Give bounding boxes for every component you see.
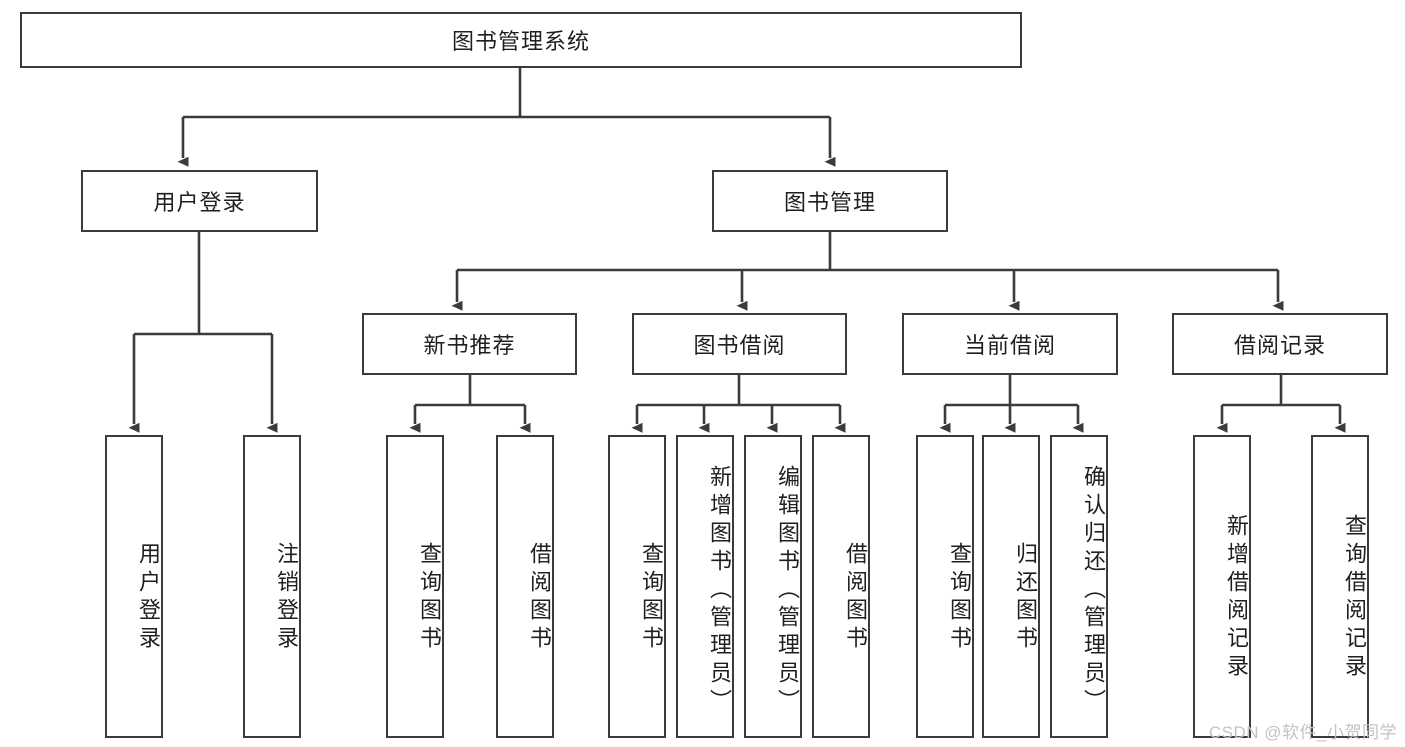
leaf-query-book-1[interactable]: 查询图书 (386, 435, 444, 738)
leaf-add-book-label: 新增图书（管理员） (707, 464, 732, 717)
leaf-confirm-return-label: 确认归还（管理员） (1081, 464, 1106, 717)
leaf-logout-login[interactable]: 注销登录 (243, 435, 301, 738)
leaf-edit-book-label: 编辑图书（管理员） (775, 464, 800, 717)
leaf-add-record[interactable]: 新增借阅记录 (1193, 435, 1251, 738)
node-root-label: 图书管理系统 (451, 29, 590, 54)
leaf-add-record-label: 新增借阅记录 (1224, 513, 1249, 682)
leaf-query-book-2-label: 查询图书 (639, 541, 664, 654)
leaf-query-book-2[interactable]: 查询图书 (608, 435, 666, 738)
leaf-borrow-book-2-label: 借阅图书 (843, 541, 868, 654)
leaf-borrow-book-1-label: 借阅图书 (527, 541, 552, 654)
leaf-user-login-label: 用户登录 (136, 541, 161, 654)
node-root[interactable]: 图书管理系统 (20, 12, 1022, 68)
node-user-login-label: 用户登录 (153, 190, 246, 215)
node-borrow-record-label: 借阅记录 (1233, 333, 1326, 358)
node-book-borrow[interactable]: 图书借阅 (632, 313, 847, 375)
node-book-manage-label: 图书管理 (783, 190, 876, 215)
leaf-logout-login-label: 注销登录 (274, 541, 299, 654)
node-book-borrow-label: 图书借阅 (693, 333, 786, 358)
leaf-edit-book[interactable]: 编辑图书（管理员） (744, 435, 802, 738)
leaf-confirm-return[interactable]: 确认归还（管理员） (1050, 435, 1108, 738)
leaf-add-book[interactable]: 新增图书（管理员） (676, 435, 734, 738)
leaf-user-login[interactable]: 用户登录 (105, 435, 163, 738)
csdn-watermark: CSDN @软件_小贺同学 (1208, 723, 1397, 742)
leaf-return-book-label: 归还图书 (1013, 541, 1038, 654)
leaf-borrow-book-2[interactable]: 借阅图书 (812, 435, 870, 738)
leaf-query-book-3-label: 查询图书 (947, 541, 972, 654)
node-new-book-recommend-label: 新书推荐 (423, 333, 516, 358)
node-current-borrow-label: 当前借阅 (963, 333, 1056, 358)
leaf-query-record[interactable]: 查询借阅记录 (1311, 435, 1369, 738)
leaf-query-book-3[interactable]: 查询图书 (916, 435, 974, 738)
node-current-borrow[interactable]: 当前借阅 (902, 313, 1118, 375)
node-book-manage[interactable]: 图书管理 (712, 170, 948, 232)
node-user-login[interactable]: 用户登录 (81, 170, 318, 232)
leaf-return-book[interactable]: 归还图书 (982, 435, 1040, 738)
leaf-query-book-1-label: 查询图书 (417, 541, 442, 654)
leaf-borrow-book-1[interactable]: 借阅图书 (496, 435, 554, 738)
node-new-book-recommend[interactable]: 新书推荐 (362, 313, 577, 375)
leaf-query-record-label: 查询借阅记录 (1342, 513, 1367, 682)
node-borrow-record[interactable]: 借阅记录 (1172, 313, 1388, 375)
